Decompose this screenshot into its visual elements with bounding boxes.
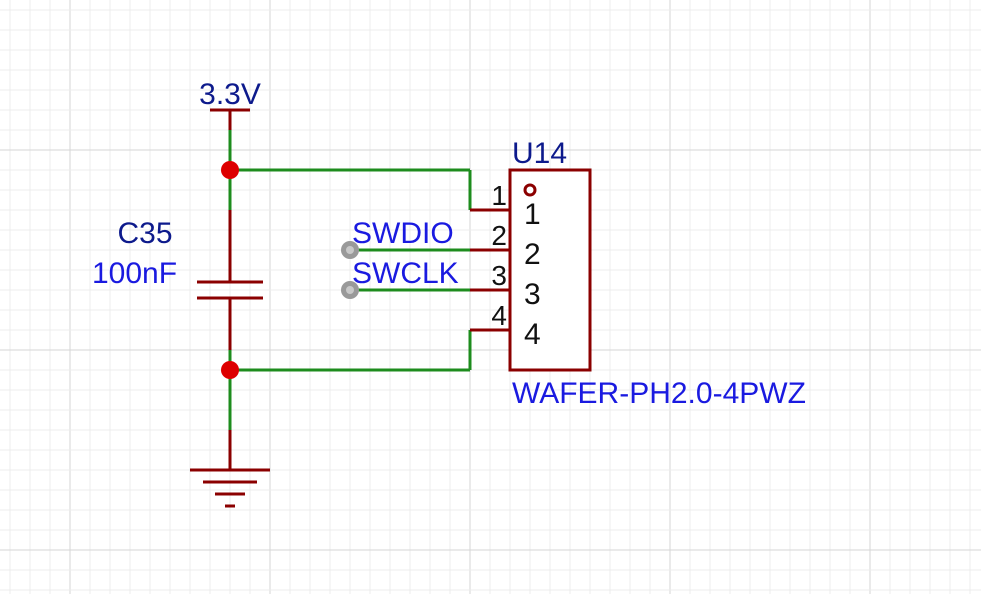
pin-number-2: 2	[491, 220, 507, 251]
capacitor-icon[interactable]	[197, 210, 263, 350]
power-net-label: 3.3V	[199, 78, 261, 111]
pin-name-4: 4	[524, 318, 541, 351]
net-endpoint-swclk[interactable]	[341, 281, 359, 299]
ground-symbol-icon[interactable]	[190, 430, 270, 508]
net-label-swdio[interactable]: SWDIO	[352, 217, 454, 250]
pin1-marker-icon	[523, 183, 537, 197]
pin-name-1: 1	[524, 198, 541, 231]
parts	[190, 108, 592, 508]
pin-number-1: 1	[491, 180, 507, 211]
pin-name-2: 2	[524, 238, 541, 271]
capacitor-designator: C35	[117, 217, 172, 250]
net-endpoint-swdio[interactable]	[341, 241, 359, 259]
connector-designator: U14	[512, 137, 567, 170]
power-flag-icon[interactable]	[210, 108, 250, 130]
connector-body[interactable]	[508, 168, 592, 372]
capacitor-value: 100nF	[92, 257, 177, 290]
pin-number-3: 3	[491, 260, 507, 291]
net-label-swclk[interactable]: SWCLK	[352, 257, 459, 290]
junction-dot-vcc[interactable]	[221, 161, 239, 179]
wires	[228, 130, 472, 430]
junction-dot-gnd[interactable]	[221, 361, 239, 379]
connector-part-name: WAFER-PH2.0-4PWZ	[512, 377, 806, 410]
pin-name-3: 3	[524, 278, 541, 311]
pin-number-4: 4	[491, 300, 507, 331]
